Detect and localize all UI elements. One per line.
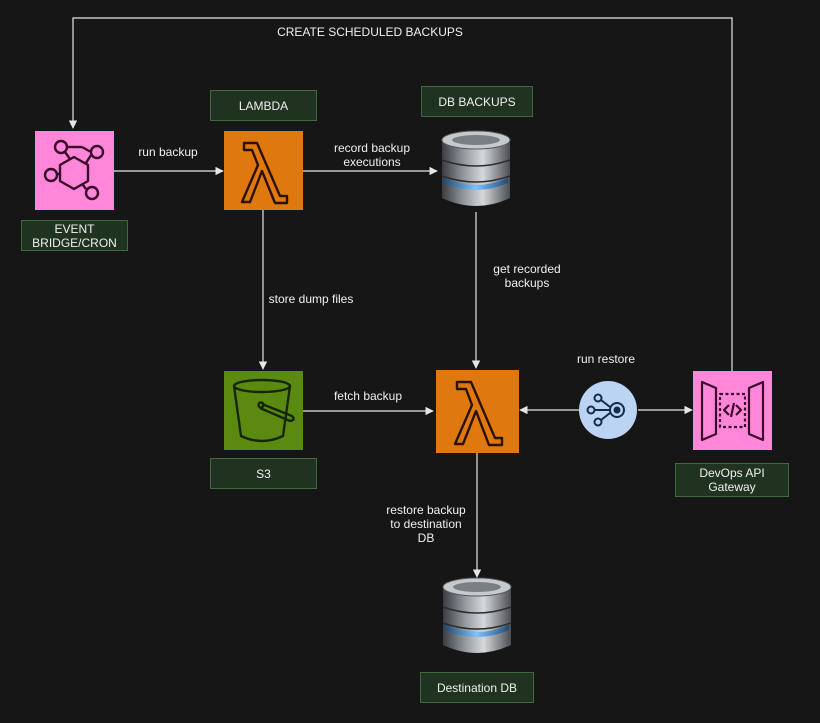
edge-label-restore-backup: restore backup to destination DB: [386, 503, 466, 545]
edge-label-get-recorded: get recorded backups: [493, 262, 561, 290]
eventbridge-icon: [35, 131, 114, 210]
api-gateway-icon: [693, 371, 772, 450]
database-icon: [442, 577, 512, 653]
step-function-icon: [579, 381, 637, 439]
node-label-api-gateway: DevOps API Gateway: [675, 463, 789, 497]
node-label-event-bridge: EVENT BRIDGE/CRON: [21, 220, 128, 251]
bucket-icon: [224, 371, 303, 450]
edge-label-store-dump: store dump files: [268, 292, 354, 306]
lambda-icon: [224, 131, 303, 210]
edge-label-record-backup: record backup executions: [333, 141, 411, 169]
edge-label-run-backup: run backup: [138, 145, 198, 159]
node-label-lambda: LAMBDA: [210, 90, 317, 121]
node-label-s3: S3: [210, 458, 317, 489]
database-icon: [441, 130, 511, 206]
diagram-title: CREATE SCHEDULED BACKUPS: [277, 25, 463, 39]
node-label-destination-db: Destination DB: [420, 672, 534, 703]
node-label-db-backups: DB BACKUPS: [421, 86, 533, 117]
edge-label-run-restore: run restore: [576, 352, 636, 366]
lambda-icon: [436, 370, 519, 453]
edge-create-scheduled-backups: [68, 17, 733, 371]
edge-label-fetch-backup: fetch backup: [333, 389, 403, 403]
